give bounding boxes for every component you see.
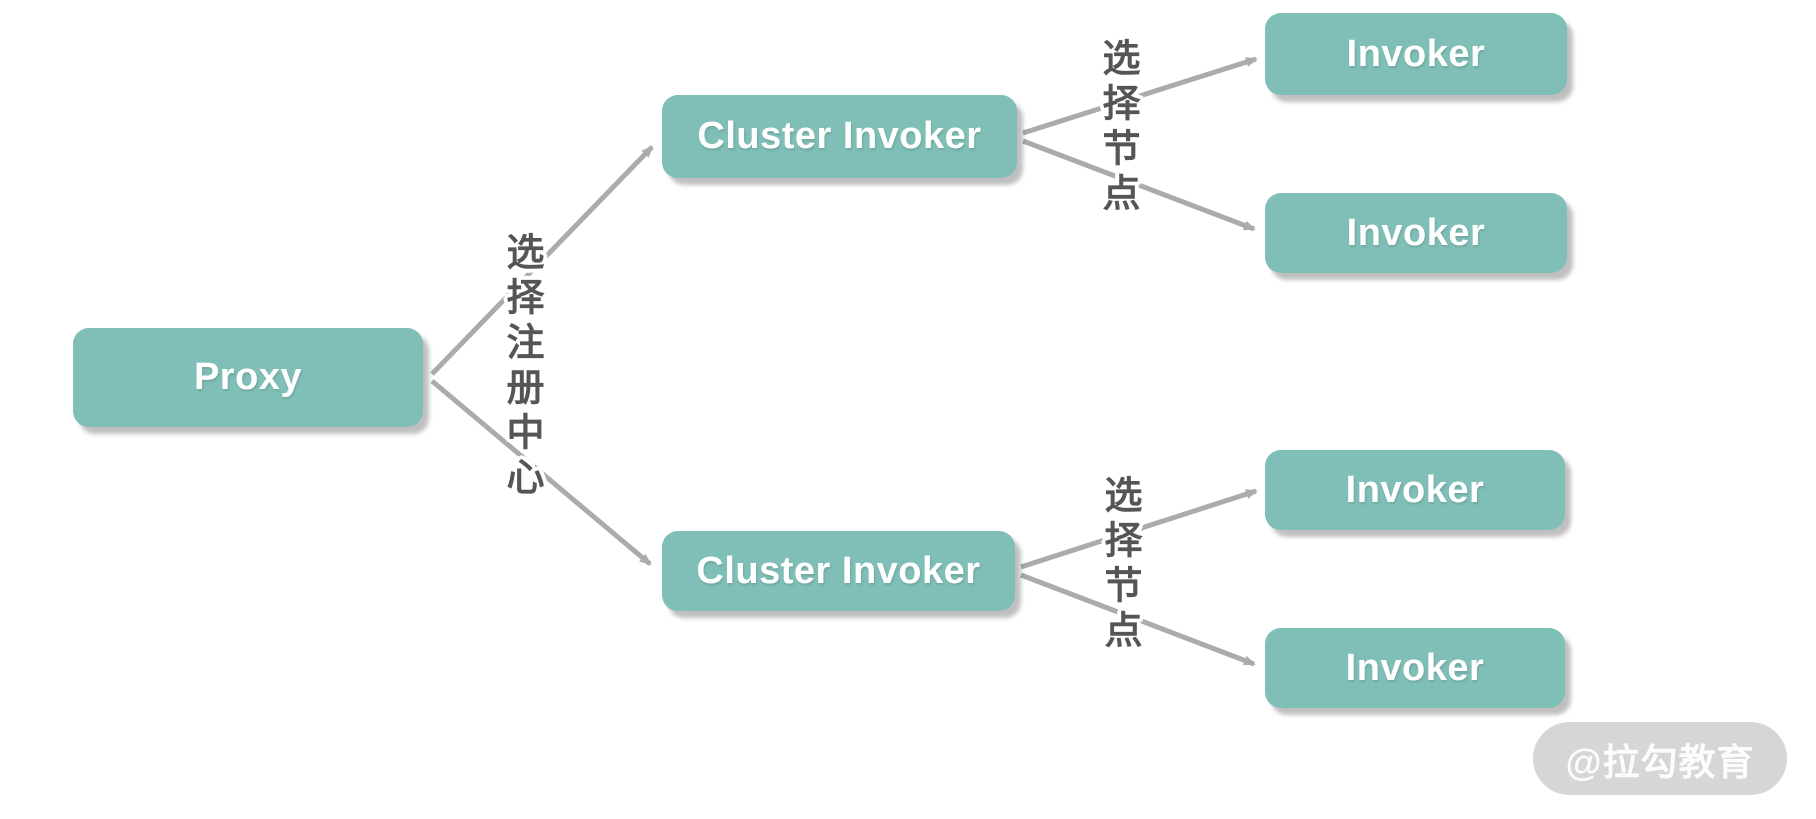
edge-ci-top-to-invoker-1 [1022, 56, 1258, 136]
edge-proxy-to-ci-top [430, 145, 654, 376]
node-proxy: Proxy [73, 328, 423, 427]
node-invoker-2: Invoker [1265, 193, 1567, 273]
edge-ci-bottom-to-invoker-3 [1020, 488, 1258, 570]
edge-label-select-node-bottom: 选择节点 [1098, 475, 1140, 655]
node-cluster-invoker-top: Cluster Invoker [662, 95, 1017, 178]
node-cluster-invoker-bottom: Cluster Invoker [662, 531, 1015, 611]
watermark-badge: @拉勾教育 [1533, 722, 1787, 795]
edge-ci-top-to-invoker-2 [1022, 138, 1256, 232]
node-invoker-3: Invoker [1265, 450, 1565, 530]
edge-label-select-registry: 选择注册中心 [500, 232, 542, 502]
edge-proxy-to-ci-bottom [430, 379, 652, 566]
node-invoker-1: Invoker [1265, 13, 1567, 95]
edge-ci-bottom-to-invoker-4 [1020, 572, 1256, 667]
node-invoker-4: Invoker [1265, 628, 1565, 708]
edge-label-select-node-top: 选择节点 [1096, 38, 1138, 218]
